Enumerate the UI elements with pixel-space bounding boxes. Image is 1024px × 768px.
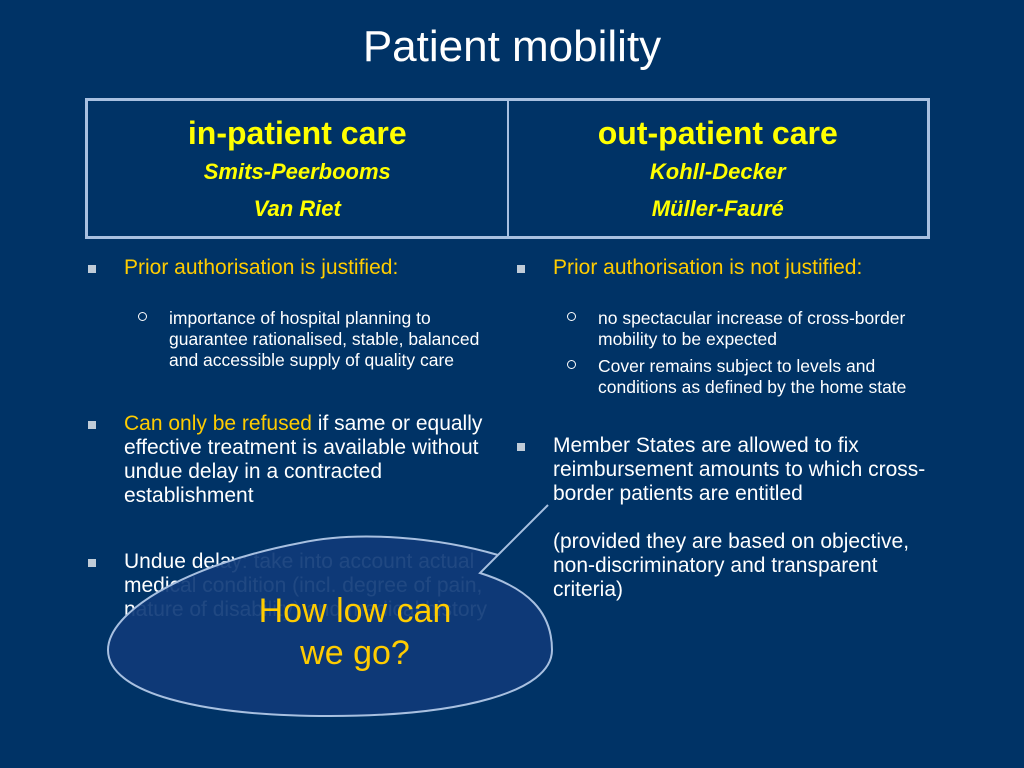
right-sub-bullet-2: Cover remains subject to levels and cond… [515, 356, 935, 398]
inpatient-case-2: Van Riet [253, 196, 341, 221]
square-bullet-icon [517, 443, 525, 451]
right-bullet-2: Member States are allowed to fix reimbur… [515, 434, 935, 506]
right-column: Prior authorisation is not justified: no… [515, 256, 935, 602]
right-bullet-2-text: Member States are allowed to fix reimbur… [553, 434, 926, 505]
left-bullet-2-highlight: Can only be refused [124, 412, 312, 435]
left-column: Prior authorisation is justified: import… [86, 256, 491, 622]
inpatient-heading: in-patient care [187, 115, 407, 151]
speech-bubble-line-2: we go? [300, 634, 410, 672]
circle-bullet-icon [138, 312, 147, 321]
left-sub-bullet-1-text: importance of hospital planning to guara… [169, 308, 480, 370]
left-bullet-2-text: if same or equally effective treatment i… [124, 412, 483, 507]
inpatient-case-1: Smits-Peerbooms [203, 159, 391, 184]
right-bullet-2-note-text: (provided they are based on objective, n… [553, 530, 910, 601]
outpatient-case-2: Müller-Fauré [651, 196, 784, 221]
left-bullet-1: Prior authorisation is justified: [86, 256, 491, 280]
right-bullet-2-note: (provided they are based on objective, n… [515, 530, 935, 602]
outpatient-case-1: Kohll-Decker [649, 159, 786, 184]
left-bullet-1-text: Prior authorisation is justified: [124, 256, 399, 279]
square-bullet-icon [517, 265, 525, 273]
right-sub-bullet-1-text: no spectacular increase of cross-border … [598, 308, 906, 349]
square-bullet-icon [88, 421, 96, 429]
right-sub-bullet-2-text: Cover remains subject to levels and cond… [598, 356, 907, 397]
case-law-table: in-patient care Smits-Peerbooms Van Riet… [85, 98, 930, 239]
square-bullet-icon [88, 265, 96, 273]
speech-bubble-line-1: How low can [258, 592, 452, 630]
inpatient-column: in-patient care Smits-Peerbooms Van Riet [88, 101, 507, 236]
circle-bullet-icon [567, 312, 576, 321]
outpatient-heading: out-patient care [597, 115, 838, 151]
speech-bubble-text: How low can we go? [200, 590, 510, 674]
outpatient-column: out-patient care Kohll-Decker Müller-Fau… [506, 101, 928, 236]
left-bullet-2: Can only be refused if same or equally e… [86, 412, 491, 508]
left-sub-bullet-1: importance of hospital planning to guara… [86, 308, 491, 371]
right-bullet-1-text: Prior authorisation is not justified: [553, 256, 863, 279]
right-sub-bullet-1: no spectacular increase of cross-border … [515, 308, 935, 350]
square-bullet-icon [88, 559, 96, 567]
circle-bullet-icon [567, 360, 576, 369]
right-bullet-1: Prior authorisation is not justified: [515, 256, 935, 280]
slide-title: Patient mobility [362, 22, 662, 71]
